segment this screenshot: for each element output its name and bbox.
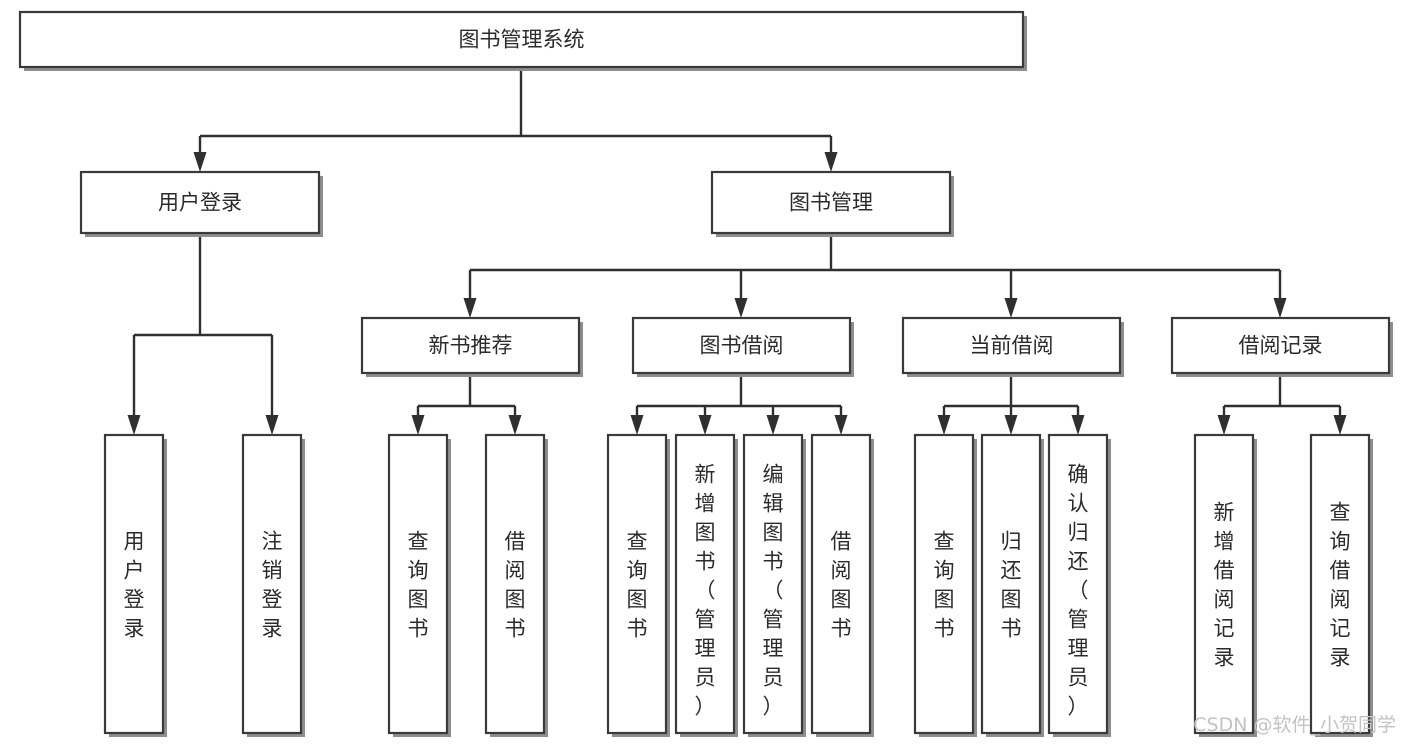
node-leaf-borrow-book-recommend[interactable]: 借阅图书 [484,433,548,737]
node-rect[interactable] [631,316,852,375]
connector-arrowhead-icon [508,415,522,435]
connector-group-current-borrow [937,373,1085,435]
node-label: 注销登录 [262,530,283,641]
connector-edges-layer [127,67,1347,435]
connector-arrowhead-icon [834,415,848,435]
connector-group-user-login [127,233,279,435]
node-label: 编辑图书（管理员） [763,463,784,719]
connector-arrowhead-icon [824,152,838,172]
node-label: 新增图书（管理员） [695,463,716,719]
node-leaf-query-book-current[interactable]: 查询图书 [913,433,977,737]
node-leaf-edit-book[interactable]: 编辑图书（管理员） [742,433,806,737]
node-label: 确认归还（管理员） [1068,463,1089,719]
connector-group-book-borrow [630,373,848,435]
connector-arrowhead-icon [411,415,425,435]
node-rect[interactable] [360,316,581,375]
node-rect[interactable] [18,10,1025,69]
node-rect[interactable] [710,170,952,235]
node-rect[interactable] [913,433,975,735]
node-rect[interactable] [103,433,165,735]
node-label: 当前借阅 [970,334,1054,358]
node-label: 查询图书 [408,530,429,641]
node-label: 查询图书 [934,530,955,641]
node-label: 归还图书 [1001,530,1022,641]
node-leaf-return-book[interactable]: 归还图书 [980,433,1044,737]
node-label: 查询借阅记录 [1330,501,1351,670]
node-rect[interactable] [606,433,668,735]
node-label: 图书管理 [789,191,873,215]
node-label: 用户登录 [158,191,242,215]
node-leaf-borrow-book[interactable]: 借阅图书 [810,433,874,737]
connector-arrowhead-icon [1333,415,1347,435]
node-leaf-add-book[interactable]: 新增图书（管理员） [674,433,738,737]
node-leaf-query-borrow-record[interactable]: 查询借阅记录 [1309,433,1373,737]
connector-arrowhead-icon [265,415,279,435]
connector-arrowhead-icon [1004,298,1018,318]
node-rect[interactable] [901,316,1122,375]
node-label: 借阅记录 [1239,334,1323,358]
connector-arrowhead-icon [1071,415,1085,435]
node-current-borrow[interactable]: 当前借阅 [901,316,1124,377]
connector-arrowhead-icon [698,415,712,435]
node-rect[interactable] [1170,316,1391,375]
connector-arrowhead-icon [630,415,644,435]
node-rect[interactable] [1193,433,1255,735]
node-leaf-logout[interactable]: 注销登录 [241,433,305,737]
connector-group-book-manage [463,233,1287,318]
connector-arrowhead-icon [766,415,780,435]
connector-arrowhead-icon [1217,415,1231,435]
node-borrow-record[interactable]: 借阅记录 [1170,316,1393,377]
connector-group-new-book-recommend [411,373,522,435]
connector-arrowhead-icon [127,415,141,435]
node-label: 借阅图书 [831,530,852,641]
node-rect[interactable] [484,433,546,735]
node-leaf-query-book-recommend[interactable]: 查询图书 [387,433,451,737]
node-rect[interactable] [674,433,736,735]
node-label: 新增借阅记录 [1214,501,1235,670]
connector-arrowhead-icon [1273,298,1287,318]
node-rect[interactable] [79,170,321,235]
node-label: 图书借阅 [700,334,784,358]
node-leaf-confirm-return[interactable]: 确认归还（管理员） [1047,433,1111,737]
node-rect[interactable] [742,433,804,735]
node-label: 新书推荐 [429,334,513,358]
connector-arrowhead-icon [937,415,951,435]
csdn-watermark: CSDN @软件_小贺同学 [1193,714,1396,736]
node-rect[interactable] [1047,433,1109,735]
node-rect[interactable] [387,433,449,735]
node-leaf-user-login[interactable]: 用户登录 [103,433,167,737]
connector-group-root [193,67,838,172]
node-leaf-query-book-borrow[interactable]: 查询图书 [606,433,670,737]
node-boxes-layer: 图书管理系统用户登录图书管理新书推荐图书借阅当前借阅借阅记录用户登录注销登录查询… [18,10,1393,737]
node-label: 查询图书 [627,530,648,641]
node-label: 借阅图书 [505,530,526,641]
node-new-book-recommend[interactable]: 新书推荐 [360,316,583,377]
node-book-manage[interactable]: 图书管理 [710,170,954,237]
connector-group-borrow-record [1217,373,1347,435]
node-label: 图书管理系统 [459,28,585,52]
node-rect[interactable] [241,433,303,735]
node-book-borrow[interactable]: 图书借阅 [631,316,854,377]
node-user-login[interactable]: 用户登录 [79,170,323,237]
connector-arrowhead-icon [1004,415,1018,435]
connector-arrowhead-icon [193,152,207,172]
node-label: 用户登录 [124,530,145,641]
connector-arrowhead-icon [463,298,477,318]
node-leaf-add-borrow-record[interactable]: 新增借阅记录 [1193,433,1257,737]
connector-arrowhead-icon [734,298,748,318]
node-rect[interactable] [1309,433,1371,735]
node-root[interactable]: 图书管理系统 [18,10,1027,71]
node-rect[interactable] [980,433,1042,735]
node-rect[interactable] [810,433,872,735]
